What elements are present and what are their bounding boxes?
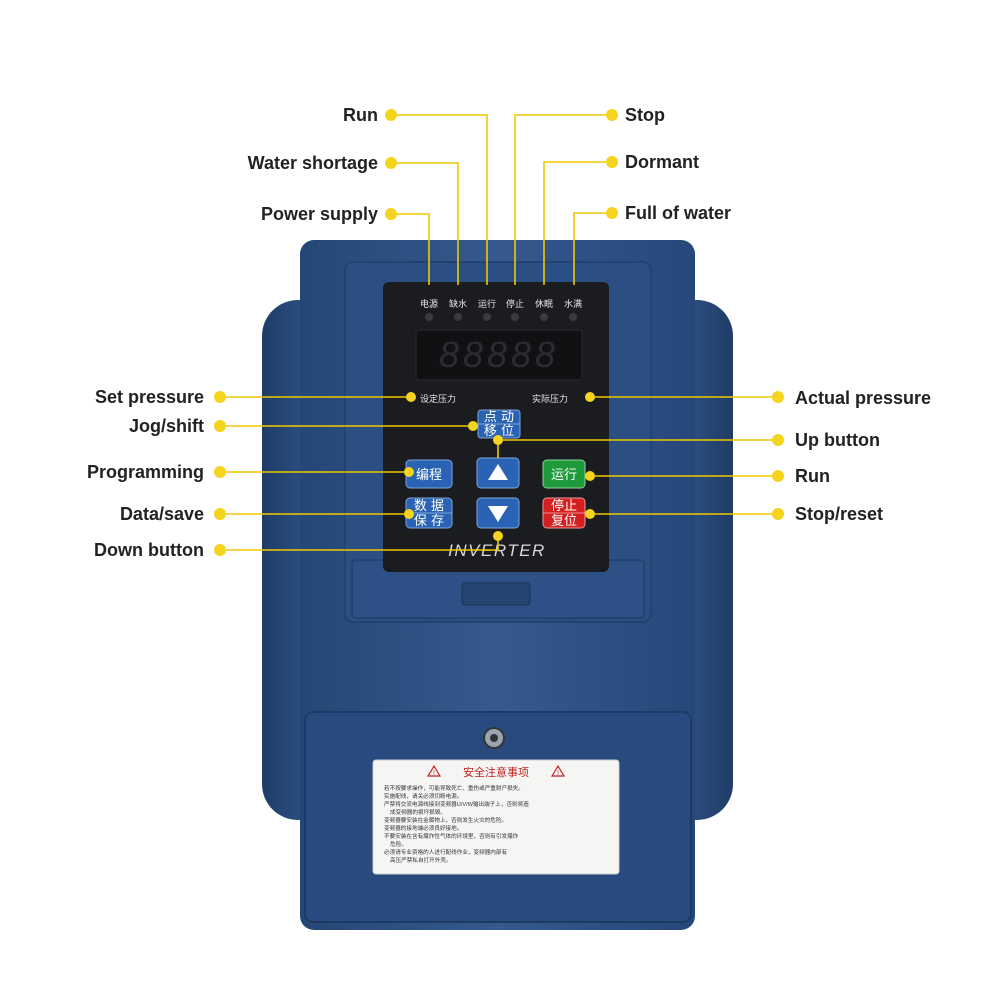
set-pressure-label: 设定压力 — [420, 393, 456, 405]
led-power — [425, 313, 433, 321]
svg-text:停止: 停止 — [551, 498, 577, 514]
callout-data-save: Data/save — [120, 504, 204, 524]
svg-text:移 位: 移 位 — [484, 424, 514, 439]
callout-stop-reset: Stop/reset — [795, 504, 883, 524]
indicator-power-label: 电源 — [420, 298, 438, 310]
leader-full-of-water — [573, 212, 612, 285]
svg-text:!: ! — [557, 770, 559, 777]
display-digits: 88888 — [439, 334, 559, 375]
svg-text:编程: 编程 — [416, 468, 442, 483]
up-arrow-icon — [488, 464, 508, 480]
svg-text:复位: 复位 — [551, 514, 577, 529]
led-stop — [511, 313, 519, 321]
svg-text:点 动: 点 动 — [484, 410, 514, 425]
down-button[interactable] — [476, 497, 520, 529]
led-run — [483, 313, 491, 321]
safety-line: 严禁将交流电源线接到变频器U/V/W输出端子上，否则将造 — [384, 800, 529, 808]
safety-label: ! 安全注意事项 ! 若不按要求操作，可能导致死亡、重伤或严重财产损失。 实施配… — [372, 759, 620, 875]
cover-latch — [461, 582, 531, 606]
svg-text:数 据: 数 据 — [414, 499, 444, 514]
callout-dots — [214, 109, 784, 556]
leader-run-indicator — [391, 114, 488, 285]
callout-run-indicator: Run — [343, 105, 378, 125]
leader-dormant — [543, 161, 612, 285]
stop-reset-button[interactable]: 停止 复位 — [542, 497, 586, 529]
indicator-stop-label: 停止 — [506, 298, 524, 310]
cover-screw — [483, 727, 505, 749]
callout-full-of-water: Full of water — [625, 203, 731, 223]
svg-text:保 存: 保 存 — [414, 514, 444, 529]
indicator-water-shortage-label: 缺水 — [449, 298, 467, 310]
warning-icon: ! — [550, 764, 566, 777]
callout-programming: Programming — [87, 462, 204, 482]
safety-line: 成变频器的损坏损毁。 — [390, 808, 446, 816]
leader-water-shortage — [391, 162, 459, 285]
led-display — [415, 329, 583, 381]
indicator-full-label: 水满 — [564, 298, 582, 310]
down-arrow-icon — [488, 506, 508, 522]
indicator-run-label: 运行 — [478, 298, 496, 310]
callout-power-supply: Power supply — [261, 204, 378, 224]
safety-line: 不要安装在含有爆炸性气体的环境里，否则有引发爆炸 — [384, 832, 519, 840]
safety-title: 安全注意事项 — [463, 765, 529, 779]
safety-line: 高压严禁私自打开外壳。 — [390, 856, 452, 864]
svg-text:运行: 运行 — [551, 468, 577, 483]
callout-water-shortage: Water shortage — [248, 153, 378, 173]
warning-icon: ! — [426, 764, 442, 777]
safety-line: 实施配线，请关必须切断电源。 — [384, 792, 462, 800]
control-panel: 电源 缺水 运行 停止 休眠 水满 88888 设定压力 实际压力 点 动 移 … — [383, 282, 609, 572]
safety-line: 变频器的接地端必须良好接地。 — [384, 824, 462, 832]
up-button[interactable] — [476, 457, 520, 489]
callout-stop-indicator: Stop — [625, 105, 665, 125]
program-button[interactable]: 编程 — [405, 459, 453, 489]
run-button[interactable]: 运行 — [542, 459, 586, 489]
safety-line: 必须请专业资格的人进行配线作业，变频器内部有 — [384, 848, 507, 856]
led-full — [569, 313, 577, 321]
callout-up-button: Up button — [795, 430, 880, 450]
callout-down-button: Down button — [94, 540, 204, 560]
jog-shift-button[interactable]: 点 动 移 位 — [477, 409, 521, 439]
safety-line: 危险。 — [390, 840, 407, 848]
leader-stop-indicator — [514, 114, 612, 285]
led-water-shortage — [454, 313, 462, 321]
callout-actual-pressure: Actual pressure — [795, 388, 931, 408]
led-dormant — [540, 313, 548, 321]
safety-line: 若不按要求操作，可能导致死亡、重伤或严重财产损失。 — [384, 784, 524, 792]
leader-power-supply — [391, 213, 430, 285]
svg-text:!: ! — [433, 770, 435, 777]
indicator-dormant-label: 休眠 — [535, 298, 553, 310]
callout-jog-shift: Jog/shift — [129, 416, 204, 436]
callout-run-button: Run — [795, 466, 830, 486]
callout-dormant: Dormant — [625, 152, 699, 172]
safety-line: 变频器要安装在金属物上，否则发生火灾的危险。 — [384, 816, 507, 824]
actual-pressure-label: 实际压力 — [532, 393, 568, 405]
safety-label-card — [372, 759, 620, 875]
callout-set-pressure: Set pressure — [95, 387, 204, 407]
